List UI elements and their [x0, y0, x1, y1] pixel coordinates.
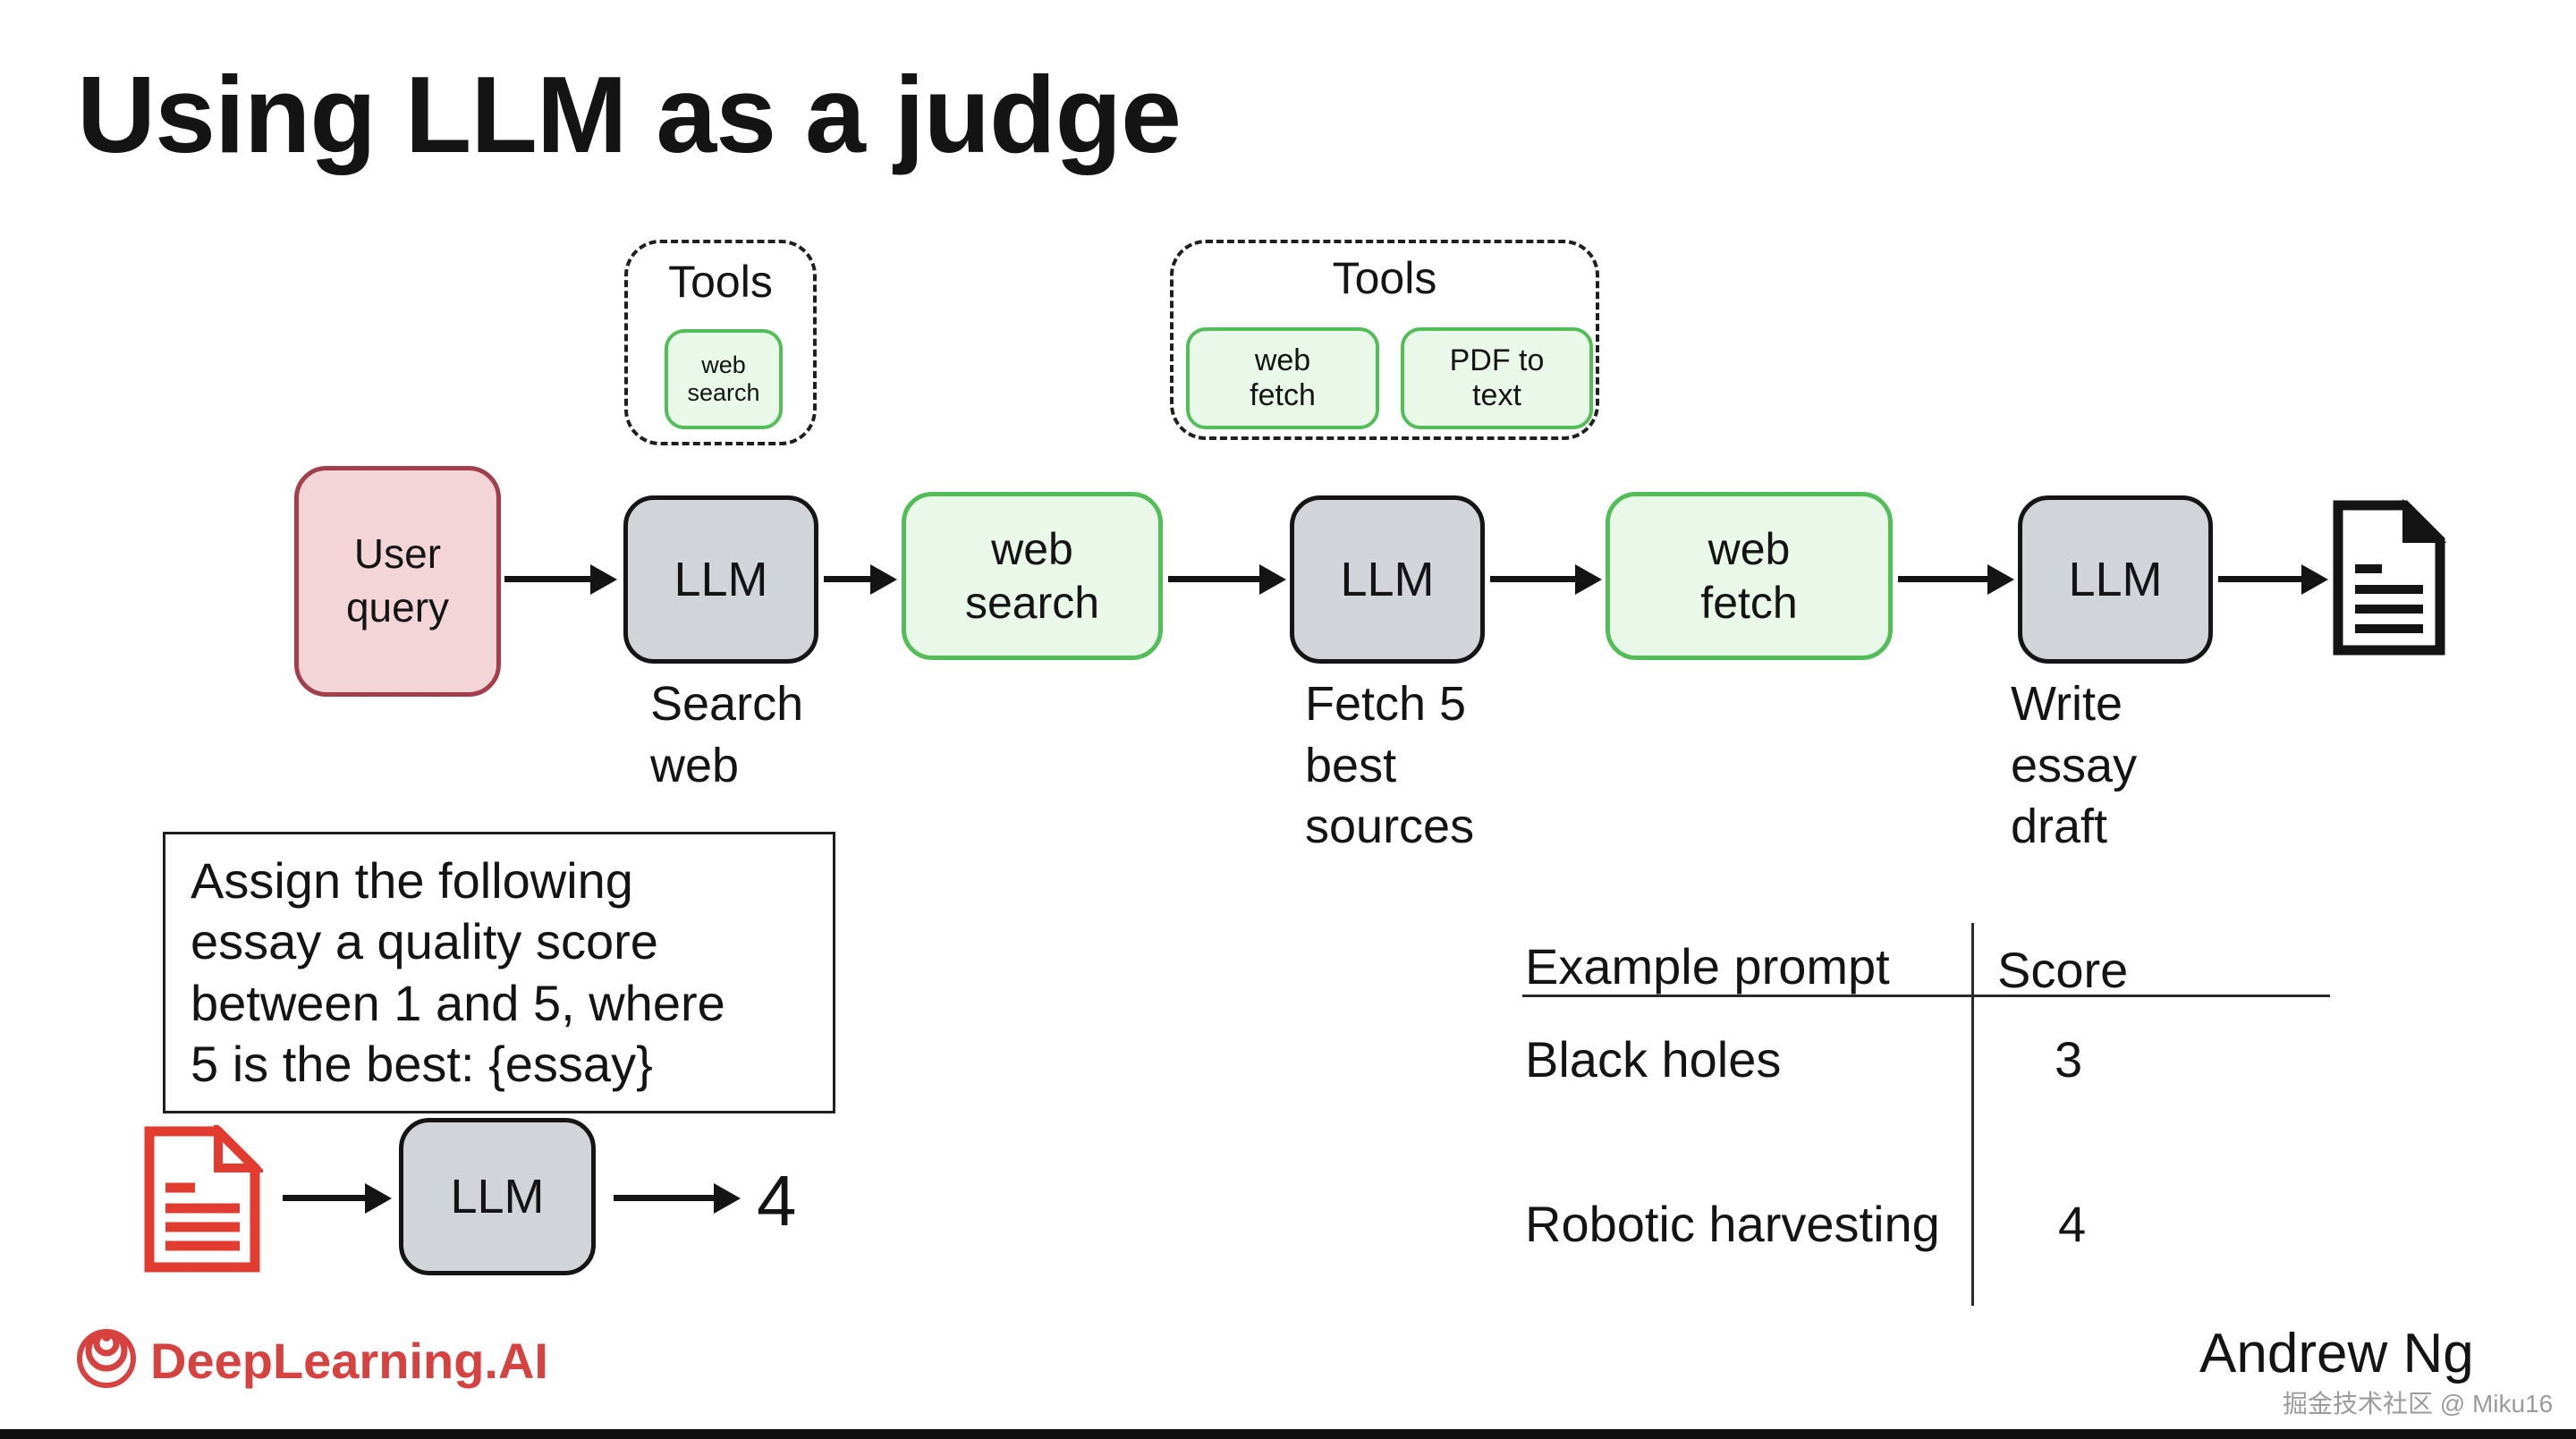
llm-node-1: LLM	[623, 495, 818, 664]
flow-arrow	[614, 1195, 714, 1201]
table-row-score: 3	[2055, 1031, 2083, 1088]
page-title: Using LLM as a judge	[77, 54, 1182, 175]
table-header-score: Score	[1997, 942, 2129, 998]
toolbox-web-search: Tools web search	[624, 240, 817, 445]
table-header-prompt: Example prompt	[1525, 938, 1890, 995]
toolbox-web-fetch: Tools web fetch PDF to text	[1170, 240, 1599, 440]
table-row-prompt: Black holes	[1525, 1031, 1782, 1088]
deeplearning-ai-logo-icon	[74, 1325, 139, 1393]
watermark: 掘金技术社区 @ Miku16	[2283, 1390, 2554, 1418]
flow-arrow	[2218, 576, 2301, 582]
table-row-score: 4	[2058, 1196, 2087, 1252]
author-name: Andrew Ng	[2199, 1323, 2474, 1384]
bottom-bar	[0, 1429, 2576, 1439]
step-label-search-web: Search web	[650, 677, 804, 792]
flow-arrow	[824, 576, 870, 582]
table-header-underline	[1522, 995, 2330, 997]
step-label-write-draft: Write essay draft	[2011, 677, 2138, 854]
flow-arrow	[1898, 576, 1987, 582]
web-search-node: web search	[902, 492, 1163, 660]
judge-score-output: 4	[757, 1161, 797, 1240]
flow-arrow	[283, 1195, 365, 1201]
flow-arrow	[1168, 576, 1259, 582]
table-vertical-divider	[1971, 923, 1974, 1306]
essay-document-icon-red	[141, 1120, 267, 1278]
flow-arrow	[504, 576, 590, 582]
table-row-prompt: Robotic harvesting	[1525, 1196, 1940, 1252]
llm-node-2: LLM	[1290, 495, 1485, 664]
step-label-fetch-sources: Fetch 5 best sources	[1305, 677, 1475, 854]
deeplearning-ai-logo-text: DeepLearning.AI	[150, 1333, 548, 1389]
toolbox-title: Tools	[668, 257, 773, 307]
web-fetch-node: web fetch	[1606, 492, 1893, 660]
user-query-node: User query	[294, 466, 501, 697]
toolbox-title: Tools	[1332, 253, 1437, 303]
flow-arrow	[1490, 576, 1575, 582]
tool-web-search: web search	[665, 329, 783, 429]
llm-node-3: LLM	[2018, 495, 2213, 664]
tool-web-fetch: web fetch	[1186, 327, 1379, 429]
llm-judge-node: LLM	[399, 1118, 596, 1275]
tool-pdf-to-text: PDF to text	[1401, 327, 1593, 429]
judge-prompt-box: Assign the following essay a quality sco…	[163, 832, 835, 1114]
document-icon	[2330, 498, 2448, 661]
